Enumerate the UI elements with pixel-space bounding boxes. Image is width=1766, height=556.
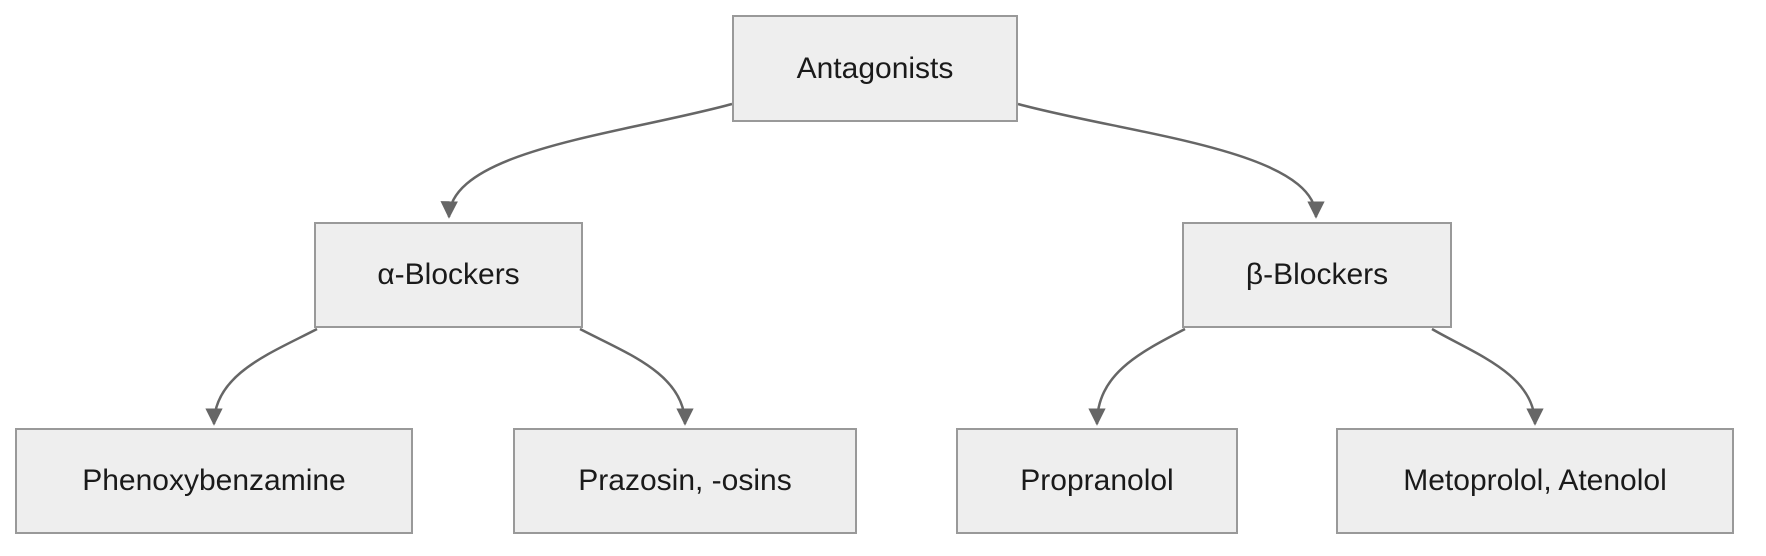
edge-alpha-blockers-to-prazosin bbox=[579, 327, 694, 426]
node-propranolol: Propranolol bbox=[956, 428, 1238, 534]
edge-beta-blockers-to-propranolol bbox=[1088, 327, 1186, 426]
node-phenoxybenzamine-label: Phenoxybenzamine bbox=[82, 464, 346, 497]
edge-beta-blockers-to-metoprolol bbox=[1431, 327, 1544, 426]
node-alpha-blockers: α-Blockers bbox=[314, 222, 583, 328]
node-antagonists: Antagonists bbox=[732, 15, 1018, 122]
edge-antagonists-to-beta-blockers bbox=[1017, 102, 1325, 219]
edge-antagonists-to-alpha-blockers bbox=[440, 102, 733, 219]
node-beta-blockers: β-Blockers bbox=[1182, 222, 1452, 328]
node-phenoxybenzamine: Phenoxybenzamine bbox=[15, 428, 413, 534]
node-beta-blockers-label: β-Blockers bbox=[1245, 258, 1389, 291]
node-prazosin-label: Prazosin, -osins bbox=[578, 464, 792, 497]
node-antagonists-label: Antagonists bbox=[796, 51, 954, 85]
node-prazosin: Prazosin, -osins bbox=[513, 428, 857, 534]
node-metoprolol-atenolol-label: Metoprolol, Atenolol bbox=[1403, 464, 1667, 497]
node-propranolol-label: Propranolol bbox=[1020, 464, 1174, 497]
node-metoprolol-atenolol: Metoprolol, Atenolol bbox=[1336, 428, 1734, 534]
edge-alpha-blockers-to-phenoxybenzamine bbox=[205, 327, 318, 426]
node-alpha-blockers-label: α-Blockers bbox=[377, 258, 520, 291]
